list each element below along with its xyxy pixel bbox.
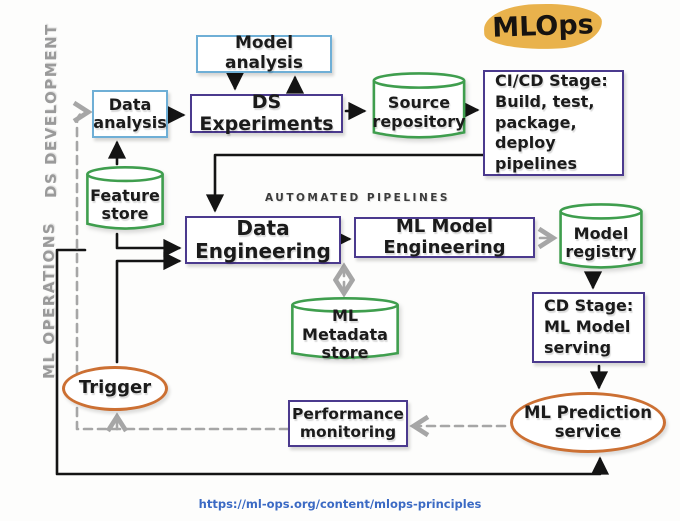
- edge-cicd-stage-to-data-engineering: [205, 153, 485, 213]
- node-ml-model-engineering: ML Model Engineering: [354, 216, 535, 258]
- node-data-engineering: Data Engineering: [185, 216, 341, 264]
- node-model-analysis: Model analysis: [196, 34, 332, 73]
- node-cicd-stage: CI/CD Stage: Build, test, package, deplo…: [483, 70, 624, 176]
- node-performance-monitoring: Performance monitoring: [288, 400, 408, 447]
- automated-pipelines-label: AUTOMATED PIPELINES: [265, 192, 450, 204]
- cylinder-shape: [85, 166, 165, 234]
- edge-trigger-to-data-engineering: [115, 251, 182, 364]
- edge-performance-monitoring-to-data-analysis: [72, 100, 290, 431]
- edge-feature-store-to-data-engineering: [115, 232, 182, 258]
- node-data-analysis: Data analysis: [92, 90, 168, 138]
- cylinder-label: Model registry: [565, 223, 637, 261]
- cylinder-shape: [371, 72, 467, 143]
- node-source-repository: Source repository: [371, 72, 467, 143]
- lane-label-ml-operations: ML OPERATIONS: [40, 221, 58, 379]
- edge-feature-store-to-ml-prediction-service: [55, 248, 610, 476]
- node-cd-stage: CD Stage: ML Model serving: [532, 292, 645, 363]
- node-ml-metadata-store: ML Metadata store: [289, 297, 401, 363]
- cylinder-label: Feature store: [90, 185, 160, 223]
- cylinder-shape: [558, 203, 644, 273]
- node-ds-experiments: DS Experiments: [190, 91, 343, 134]
- node-model-registry: Model registry: [558, 203, 644, 273]
- node-ml-prediction-service: ML Prediction service: [510, 392, 666, 453]
- node-feature-store: Feature store: [85, 166, 165, 234]
- cylinder-label: ML Metadata store: [302, 306, 388, 363]
- cylinder-shape: [289, 297, 401, 363]
- cylinder-label: Source repository: [372, 93, 466, 131]
- lane-label-ds-development: DS DEVELOPMENT: [42, 23, 60, 198]
- node-trigger: Trigger: [62, 366, 168, 411]
- source-url-link[interactable]: https://ml-ops.org/content/mlops-princip…: [198, 497, 482, 511]
